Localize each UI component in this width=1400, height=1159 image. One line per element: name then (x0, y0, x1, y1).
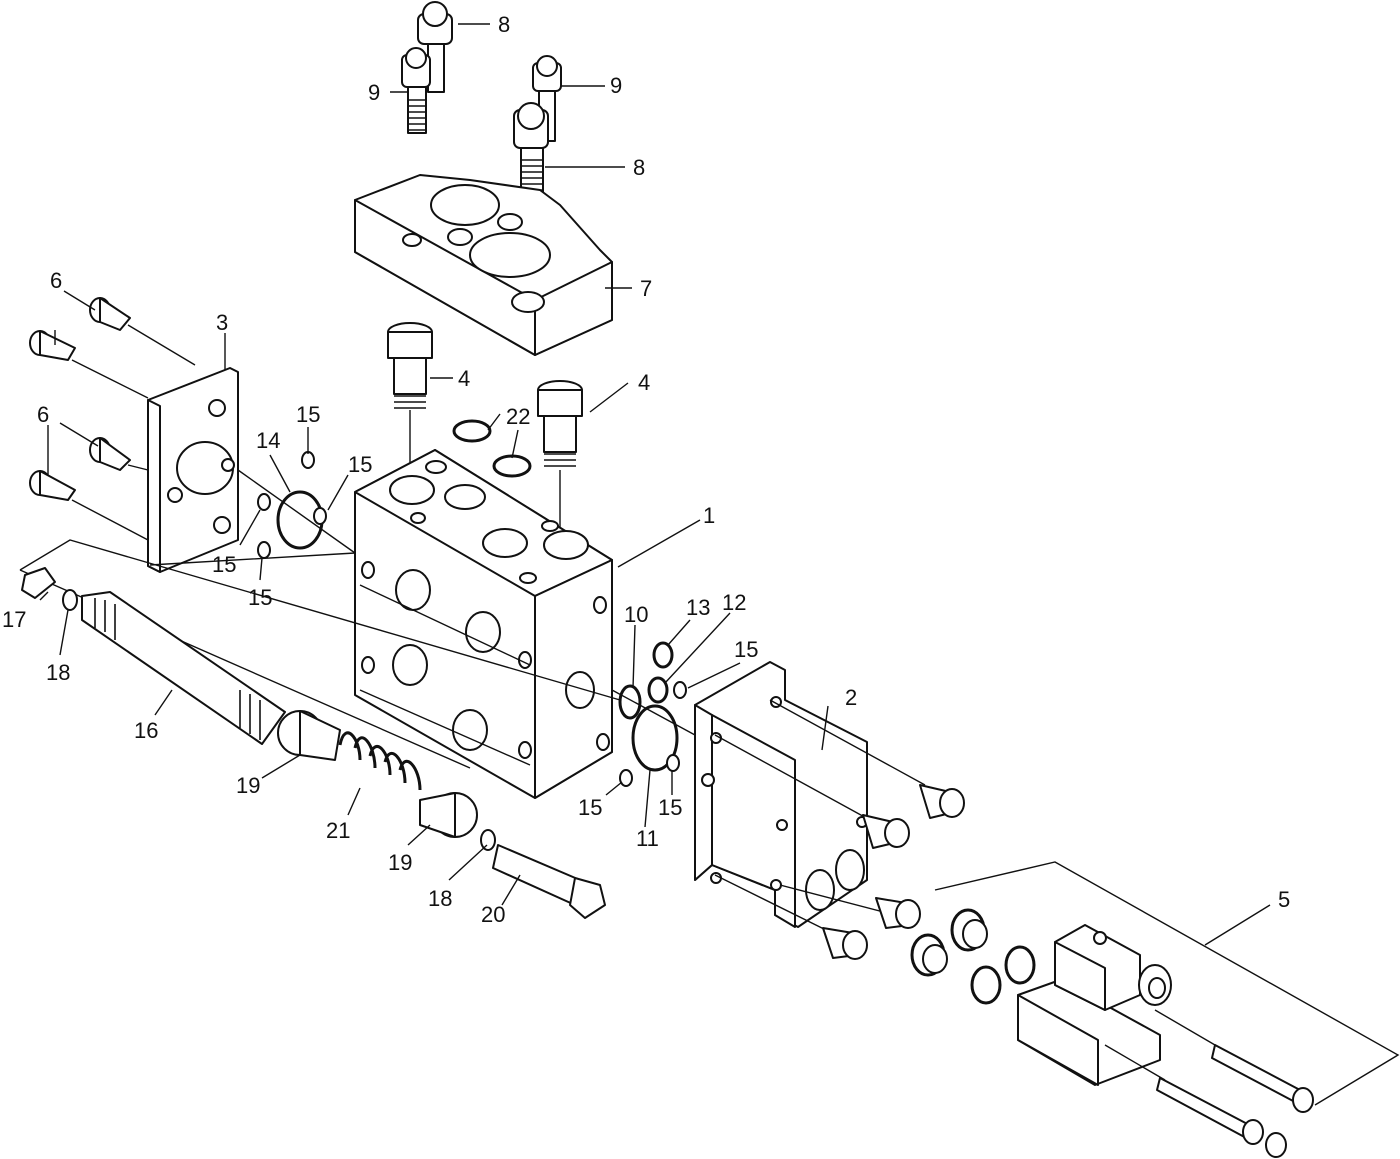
callout-15d: 15 (248, 585, 272, 610)
screw-6a (89, 297, 131, 331)
callout-7: 7 (640, 276, 652, 301)
screw-2b (862, 814, 910, 849)
callout-15a: 15 (296, 402, 320, 427)
callout-22: 22 (506, 404, 530, 429)
callout-10: 10 (624, 602, 648, 627)
solenoid-bolt-b (1156, 1077, 1287, 1158)
screw-2a (919, 784, 965, 819)
cartridge-4-left (387, 322, 433, 480)
callout-15b: 15 (348, 452, 372, 477)
bolt-8-top (417, 1, 453, 93)
oring-5a (1004, 945, 1036, 985)
fitting-upper (950, 908, 988, 952)
callout-15f: 15 (578, 795, 602, 820)
callout-15e: 15 (734, 637, 758, 662)
oring-15f (619, 769, 633, 787)
oring-12 (647, 676, 669, 704)
adapter-plate-2 (694, 661, 868, 928)
screw-2c (875, 897, 921, 929)
fitting-lower (910, 933, 948, 977)
bolt-8-right (513, 102, 549, 197)
spring-21 (338, 731, 422, 791)
cartridge-4-right (537, 380, 583, 545)
oring-15e (673, 681, 687, 699)
callout-16: 16 (134, 718, 158, 743)
spring-seat-19a (277, 710, 341, 761)
callout-12: 12 (722, 590, 746, 615)
oring-15b (257, 493, 271, 511)
callout-6b: 6 (37, 402, 49, 427)
solenoid-bolt-a (1211, 1044, 1314, 1113)
screw-6b (29, 330, 76, 361)
callout-9b: 9 (610, 73, 622, 98)
solenoid-5 (1017, 924, 1172, 1086)
callout-6a: 6 (50, 268, 62, 293)
oring-22a (452, 419, 492, 443)
end-plate-3 (147, 367, 239, 573)
callout-8b: 8 (633, 155, 645, 180)
callout-19b: 19 (388, 850, 412, 875)
spool-16 (81, 591, 286, 745)
oring-15c (313, 507, 327, 525)
callout-1: 1 (703, 503, 715, 528)
callout-17: 17 (2, 607, 26, 632)
valve-body-1 (354, 449, 613, 799)
callout-18b: 18 (428, 886, 452, 911)
oring-15d (257, 541, 271, 559)
oring-5b (970, 965, 1002, 1005)
callout-20: 20 (481, 902, 505, 927)
oring-18b (480, 829, 496, 851)
screw-6c (89, 437, 131, 471)
spring-seat-19b (419, 792, 478, 838)
oring-10 (618, 684, 642, 720)
oring-18a (62, 589, 78, 611)
oring-22b (492, 454, 532, 478)
callout-14: 14 (256, 428, 280, 453)
bolt-9-left (401, 47, 431, 134)
oring-15a (301, 451, 315, 469)
screw-6d (29, 470, 76, 501)
cap-20 (492, 844, 606, 919)
callout-8a: 8 (498, 12, 510, 37)
seal-11 (631, 704, 679, 772)
callout-2: 2 (845, 685, 857, 710)
callout-4b: 4 (638, 370, 650, 395)
callout-5: 5 (1278, 887, 1290, 912)
cover-plate-7 (354, 174, 613, 356)
callout-13: 13 (686, 595, 710, 620)
callout-18a: 18 (46, 660, 70, 685)
oring-13 (652, 641, 674, 669)
callout-3: 3 (216, 310, 228, 335)
callout-11: 11 (636, 826, 659, 851)
callout-4a: 4 (458, 366, 470, 391)
callout-9a: 9 (368, 80, 380, 105)
screw-2d (822, 927, 868, 960)
oring-15g (666, 754, 680, 772)
callout-19a: 19 (236, 773, 260, 798)
callout-15g: 15 (658, 795, 682, 820)
callout-15c: 15 (212, 552, 236, 577)
callout-21: 21 (326, 818, 350, 843)
plug-17 (21, 567, 56, 599)
